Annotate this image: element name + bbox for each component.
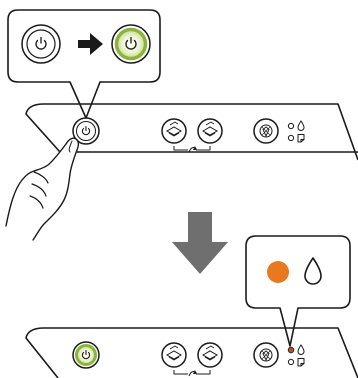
stop-button	[253, 342, 279, 368]
control-panel	[25, 327, 358, 378]
power-button-off	[21, 24, 61, 64]
control-panel	[25, 103, 358, 161]
copy-icon	[201, 121, 219, 137]
stop-button	[253, 118, 279, 144]
combo-bracket-icon	[173, 370, 211, 377]
ink-light-icon	[267, 261, 289, 283]
copy-color-button	[197, 342, 223, 368]
copy-bw-button	[161, 342, 187, 368]
combo-bracket-icon	[173, 146, 211, 153]
copy-icon	[165, 345, 183, 361]
stop-icon	[259, 124, 273, 138]
pointing-hand-icon	[5, 137, 80, 241]
power-icon	[35, 36, 47, 50]
power-button	[72, 117, 100, 145]
copy-icon	[201, 345, 219, 361]
copy-bw-button	[161, 118, 187, 144]
power-icon	[81, 349, 91, 360]
status-indicators	[287, 120, 305, 143]
ink-drop-icon	[297, 344, 305, 355]
ink-light-icon	[287, 346, 295, 354]
status-indicators	[287, 344, 305, 367]
paper-light-icon	[287, 134, 295, 142]
down-arrow-icon	[172, 212, 228, 274]
power-icon	[81, 125, 91, 136]
ink-drop-icon	[297, 120, 305, 131]
copy-icon	[165, 121, 183, 137]
copy-color-button	[197, 118, 223, 144]
callout-bubble	[245, 235, 351, 347]
power-button-lit	[111, 24, 151, 64]
stop-icon	[259, 348, 273, 362]
paper-light-icon	[287, 358, 295, 366]
step-ink-light-on	[25, 235, 358, 378]
power-button	[72, 341, 100, 369]
wifi-light-icon	[287, 122, 295, 130]
right-arrow-icon	[78, 33, 103, 55]
paper-icon	[297, 358, 305, 367]
ink-drop-icon	[304, 257, 322, 285]
paper-icon	[297, 134, 305, 143]
step-press-power	[5, 9, 358, 241]
power-icon	[125, 36, 137, 50]
